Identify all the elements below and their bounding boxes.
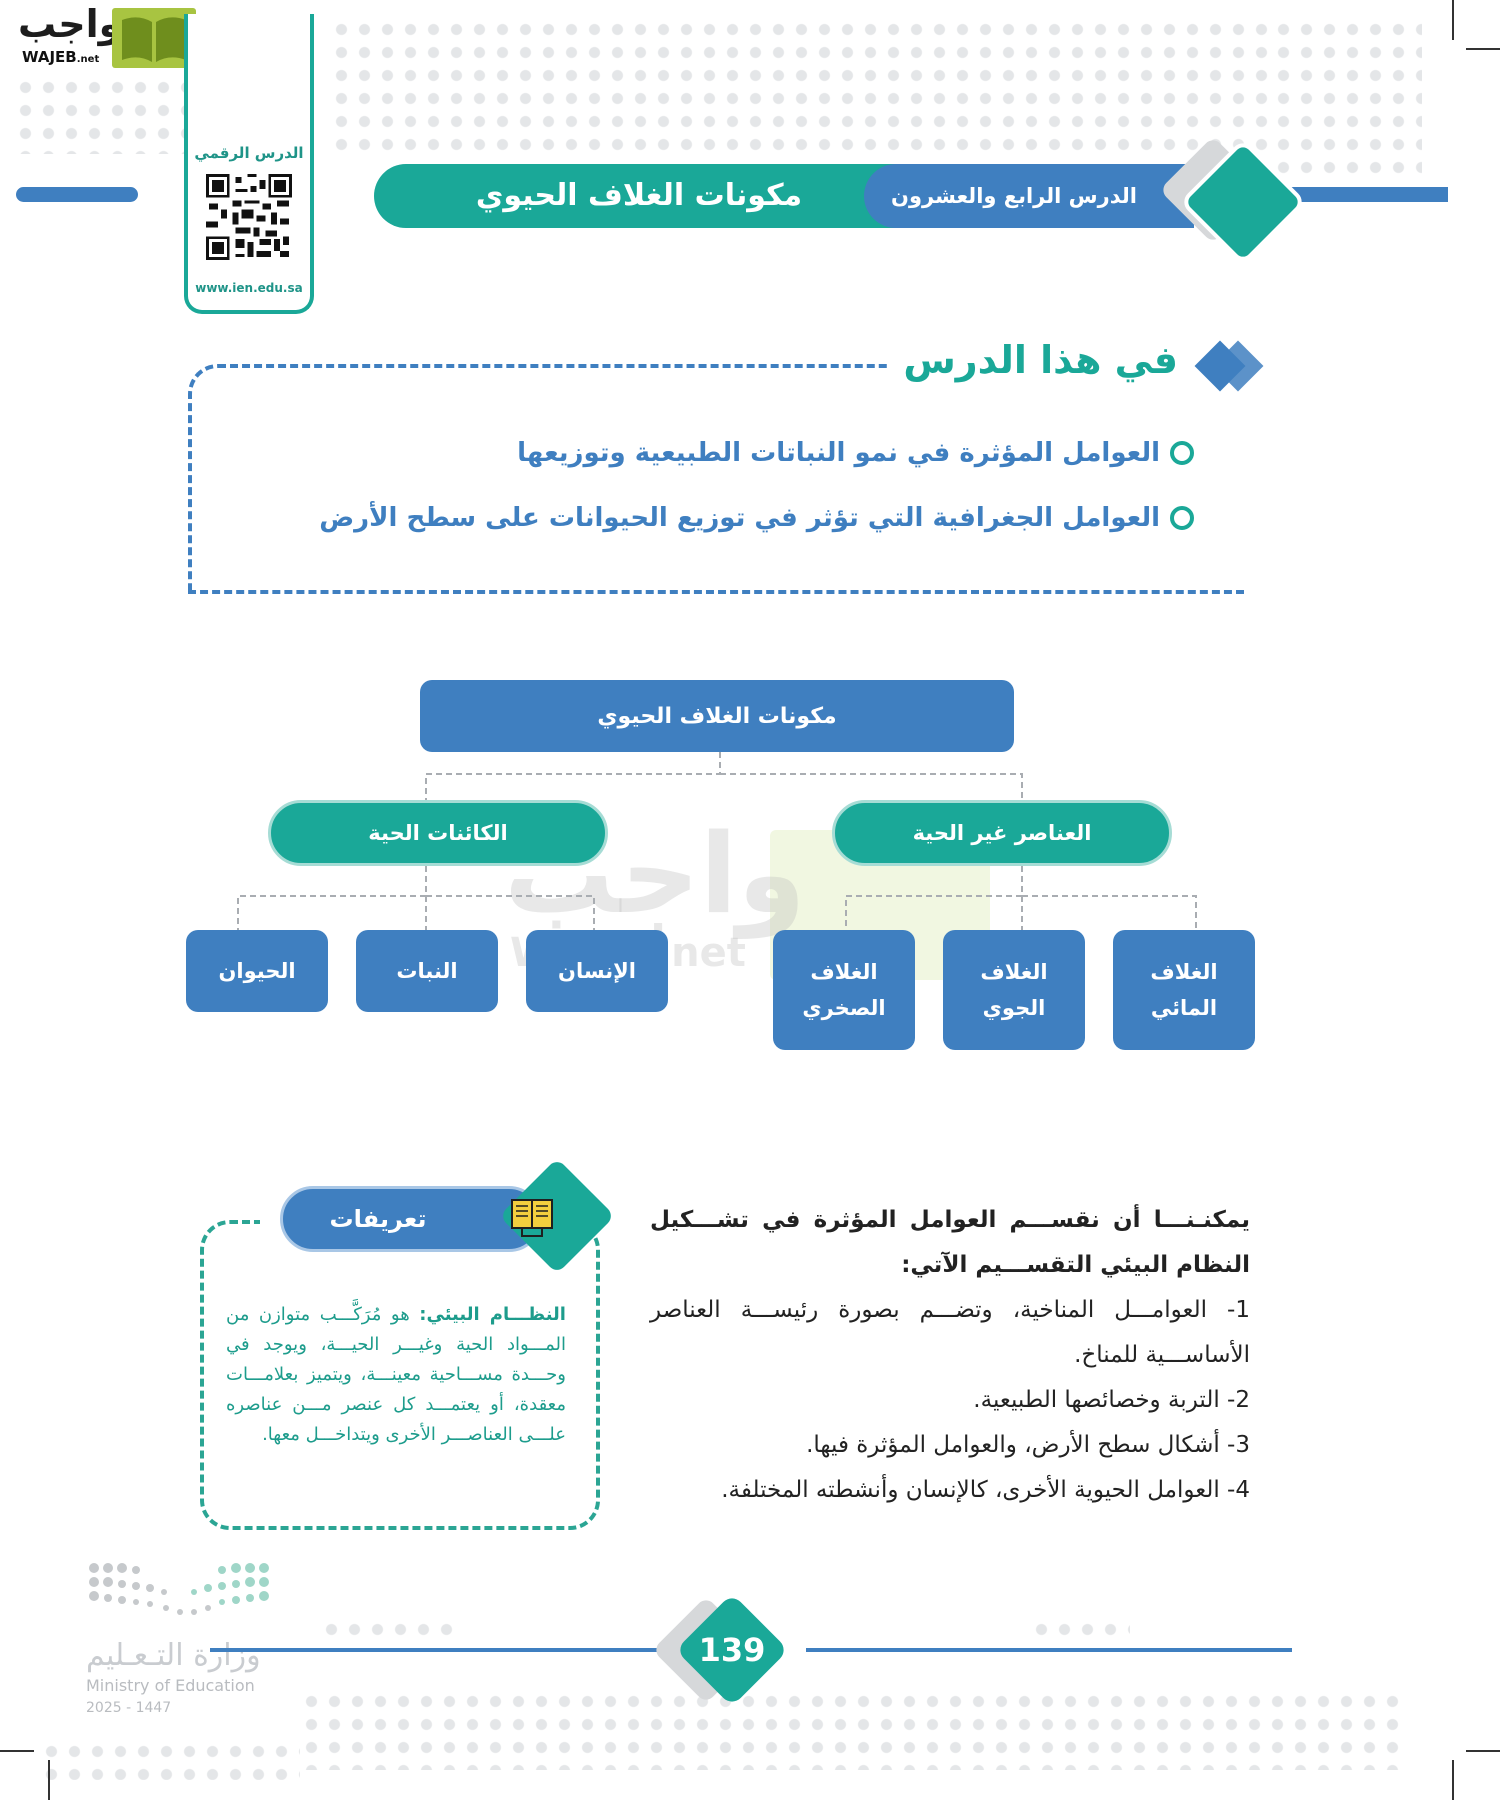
digital-lesson-label: الدرس الرقمي [194, 144, 304, 162]
objective-item: العوامل الجغرافية التي تؤثر في توزيع الح… [319, 503, 1194, 533]
diagram-node-plant: النبات [356, 930, 498, 1012]
body-point: 2- التربة وخصائصها الطبيعية. [973, 1387, 1250, 1413]
footer-line [210, 1648, 674, 1652]
header-stripe-right [1260, 187, 1448, 202]
bullet-ring-icon [1170, 506, 1194, 530]
site-logo-word: واجب [18, 2, 123, 46]
book-icon [511, 1199, 553, 1237]
definition-term: النظـــام البيئي: [419, 1304, 566, 1325]
lesson-title: مكونات الغلاف الحيوي [475, 178, 803, 213]
ministry-name-english: Ministry of Education [86, 1676, 255, 1695]
bullet-ring-icon [1170, 441, 1194, 465]
digital-lesson-url[interactable]: www.ien.edu.sa [195, 281, 303, 295]
page-number: 139 [698, 1631, 766, 1669]
diagram-group-nonliving: العناصر غير الحية [832, 800, 1172, 866]
diagram-node-hydrosphere: الغلاف المائي [1113, 930, 1255, 1050]
diagram-group-living: الكائنات الحية [268, 800, 608, 866]
edition-year: 2025 - 1447 [86, 1700, 172, 1716]
ministry-logo-icon [89, 1563, 269, 1615]
ministry-name-arabic: وزارة التـعـليم [86, 1638, 261, 1673]
body-text: يمكنـنـــا أن نقســـم العوامل المؤثرة في… [650, 1198, 1250, 1513]
body-point: 1- العوامـــل المناخية، وتضـــم بصورة رئ… [650, 1297, 1250, 1368]
body-intro: يمكنـنـــا أن نقســـم العوامل المؤثرة في… [650, 1207, 1250, 1278]
footer-line [806, 1648, 1292, 1652]
definitions-title: تعريفات [329, 1205, 427, 1233]
dot-pattern-top-right [1272, 18, 1422, 178]
in-this-lesson-frame [188, 364, 1244, 594]
dot-pattern-bottom-left [40, 1740, 300, 1780]
body-point: 4- العوامل الحيوية الأخرى، كالإنسان وأنش… [721, 1477, 1250, 1503]
dot-pattern-bottom [300, 1690, 1400, 1770]
dot-pattern-bottom-mid [320, 1618, 460, 1646]
lesson-number-banner: الدرس الرابع والعشرون [864, 164, 1194, 228]
book-icon [112, 8, 196, 68]
qr-code-icon[interactable] [206, 174, 292, 260]
diagram-node-lithosphere: الغلاف الصخري [773, 930, 915, 1050]
crop-mark [1452, 0, 1454, 40]
diagram-node-atmosphere: الغلاف الجوي [943, 930, 1085, 1050]
definition-text: النظـــام البيئي: هو مُرَكَّـــب متوازن … [226, 1300, 566, 1450]
crop-mark [1466, 1750, 1500, 1752]
lesson-number: الدرس الرابع والعشرون [891, 184, 1137, 208]
objective-text: العوامل المؤثرة في نمو النباتات الطبيعية… [517, 438, 1160, 468]
digital-lesson-panel[interactable]: الدرس الرقمي www.ien.edu.sa [184, 14, 314, 314]
crop-mark [0, 1750, 34, 1752]
definitions-header: تعريفات [280, 1186, 542, 1252]
in-this-lesson-title: في هذا الدرس [903, 338, 1178, 382]
site-logo-domain: WAJEB.net [22, 48, 100, 66]
diagram-node-human: الإنسان [526, 930, 668, 1012]
header-stripe-left [16, 187, 138, 202]
crop-mark [1452, 1760, 1454, 1800]
dot-pattern-top-left [14, 76, 184, 154]
objective-item: العوامل المؤثرة في نمو النباتات الطبيعية… [517, 438, 1194, 468]
diagram-node-animal: الحيوان [186, 930, 328, 1012]
objective-text: العوامل الجغرافية التي تؤثر في توزيع الح… [319, 503, 1160, 533]
crop-mark [48, 1760, 50, 1800]
diagram-root: مكونات الغلاف الحيوي [420, 680, 1014, 752]
body-point: 3- أشكال سطح الأرض، والعوامل المؤثرة فيه… [806, 1432, 1250, 1458]
definition-body: هو مُرَكَّـــب متوازن من المـــواد الحية… [226, 1304, 566, 1445]
site-logo[interactable]: واجب WAJEB.net [8, 2, 196, 68]
dot-pattern-bottom-right [1030, 1618, 1130, 1646]
dot-pattern-top [330, 18, 1270, 156]
crop-mark [1466, 48, 1500, 50]
